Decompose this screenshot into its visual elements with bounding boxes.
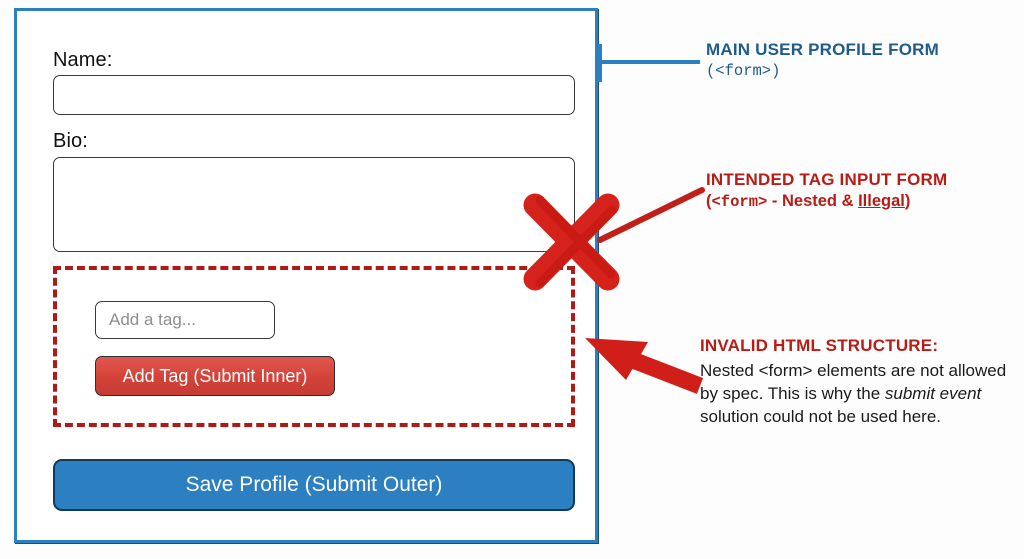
annotation-main-form-title: MAIN USER PROFILE FORM bbox=[706, 40, 939, 59]
tag-input-placeholder: Add a tag... bbox=[109, 310, 196, 329]
bio-textarea[interactable] bbox=[53, 157, 575, 252]
main-form-leader-line bbox=[598, 44, 700, 82]
annotation-tag-form: INTENDED TAG INPUT FORM (<form> - Nested… bbox=[706, 170, 947, 211]
annotation-tag-form-subtitle: (<form> - Nested & Illegal) bbox=[706, 192, 947, 211]
add-tag-button[interactable]: Add Tag (Submit Inner) bbox=[95, 356, 335, 396]
save-profile-button[interactable]: Save Profile (Submit Outer) bbox=[53, 459, 575, 511]
annotation-nested-text: - Nested & bbox=[767, 192, 859, 210]
annotation-paren-open: ( bbox=[706, 192, 712, 210]
annotation-main-form-subtitle: (<form>) bbox=[706, 62, 781, 80]
annotation-illegal-text: Illegal bbox=[858, 192, 905, 210]
annotation-invalid-structure: INVALID HTML STRUCTURE: bbox=[700, 336, 938, 356]
annotation-main-form: MAIN USER PROFILE FORM (<form>) bbox=[706, 40, 939, 80]
annotation-invalid-body: Nested <form> elements are not allowed b… bbox=[700, 360, 1018, 429]
annotation-invalid-title: INVALID HTML STRUCTURE: bbox=[700, 336, 939, 355]
tag-input[interactable]: Add a tag... bbox=[95, 301, 275, 339]
bio-field-label: Bio: bbox=[53, 130, 88, 152]
annotation-paren-close: ) bbox=[904, 192, 911, 210]
main-user-profile-form: Name: Bio: Add a tag... Add Tag (Submit … bbox=[14, 8, 598, 543]
annotation-tag-form-title: INTENDED TAG INPUT FORM bbox=[706, 170, 948, 189]
name-field-label: Name: bbox=[53, 49, 113, 71]
invalid-body-part2: solution could not be used here. bbox=[700, 406, 942, 426]
invalid-body-part1: Nested <form> elements are not allowed b… bbox=[700, 361, 1007, 403]
annotation-form-tag: <form> bbox=[711, 193, 768, 211]
invalid-structure-arrow bbox=[585, 338, 704, 394]
invalid-body-emphasis: submit event bbox=[884, 383, 982, 403]
name-input[interactable] bbox=[53, 75, 575, 115]
tag-form-leader-line bbox=[597, 187, 705, 243]
nested-tag-input-form: Add a tag... Add Tag (Submit Inner) bbox=[53, 266, 575, 427]
